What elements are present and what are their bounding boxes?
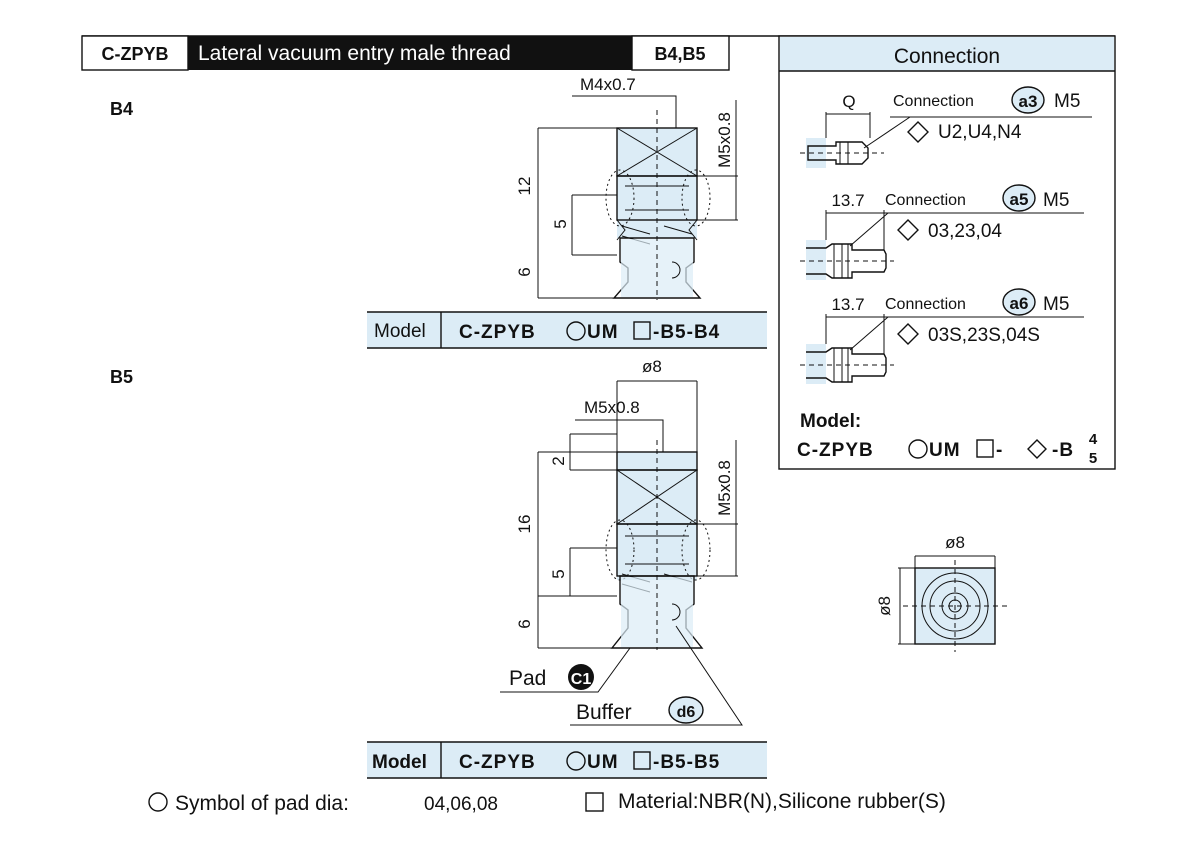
connection-thread: M5 [1054, 91, 1080, 112]
footer-material-text: Material:NBR(N),Silicone rubber(S) [618, 790, 946, 813]
b5-dia-top-label: ø8 [642, 357, 662, 376]
pad-dia-symbol-icon [908, 439, 928, 459]
b4-model-mid: UM [587, 322, 619, 343]
b4-thread-side-label: M5x0.8 [715, 112, 734, 168]
connection-title: Connection [894, 45, 1000, 68]
title-box [188, 36, 632, 70]
b4-dimensions: 12 5 6 M5x0.8 [515, 100, 738, 299]
connection-model-mid: UM [929, 440, 961, 461]
connection-code: a5 [1010, 190, 1029, 209]
material-symbol-icon [976, 439, 994, 458]
connection-item-a5: 13.7 Connection a5 M5 03,23,04 [800, 184, 1084, 280]
b4-fitting-body [605, 110, 711, 300]
b5-dim-total: 16 [515, 515, 534, 534]
b5-callouts: Pad C1 Buffer d6 [500, 625, 743, 726]
top-view-side-label: ø8 [875, 596, 894, 616]
b4-dim-mid: 5 [551, 219, 570, 228]
b4-dim-total: 12 [515, 177, 534, 196]
b4-model-row: Model C-ZPYB UM -B5-B4 [367, 311, 767, 349]
b5-dim-top: 2 [549, 456, 568, 465]
connection-model-fraction-top: 4 [1089, 431, 1098, 448]
buffer-code-badge [668, 696, 704, 724]
connection-option-diamond-icon [897, 219, 919, 241]
buffer-code: d6 [677, 704, 696, 721]
connection-options: 03,23,04 [928, 221, 1002, 242]
variants-label: B4,B5 [654, 44, 705, 64]
b5-section: B5 ø8 M5x0.8 [110, 357, 767, 779]
connection-code-badge [1002, 184, 1036, 212]
buffer-label: Buffer [576, 701, 632, 724]
b4-model-prefix: C-ZPYB [459, 322, 536, 343]
b5-model-label: Model [372, 752, 427, 773]
pad-dia-symbol-icon [566, 321, 586, 341]
footer-notes: Symbol of pad dia: 04,06,08 Material:NBR… [148, 790, 946, 815]
connection-model-suffix: -B [1052, 440, 1074, 461]
b4-section-label: B4 [110, 99, 133, 119]
connection-label: Connection [893, 93, 974, 110]
connection-thread: M5 [1043, 190, 1069, 211]
b4-dim-low: 6 [515, 267, 534, 276]
top-view: ø8 ø8 [875, 533, 1007, 652]
variants-box [631, 35, 730, 71]
connection-code-badge [1002, 288, 1036, 316]
b5-dim-mid: 5 [549, 569, 568, 578]
b5-model-suffix: -B5-B5 [653, 752, 720, 773]
connection-model-label: Model: [800, 411, 861, 432]
b5-section-label: B5 [110, 367, 133, 387]
connection-item-a3: Q Connection a3 M5 U2,U4,N4 [800, 86, 1092, 168]
connection-model-dash: - [996, 440, 1002, 461]
connection-code: a6 [1010, 294, 1029, 313]
b5-model-mid: UM [587, 752, 619, 773]
b4-thread-top-label: M4x0.7 [580, 75, 636, 94]
connection-dim: 13.7 [831, 295, 864, 314]
connection-label: Connection [885, 192, 966, 209]
pad-label: Pad [509, 667, 546, 690]
pad-code: C1 [571, 671, 592, 688]
pad-dia-symbol-icon [148, 792, 168, 812]
page-title: Lateral vacuum entry male thread [198, 42, 511, 65]
header-bar: C-ZPYB Lateral vacuum entry male thread … [81, 35, 1115, 71]
connection-model-fraction-bottom: 5 [1089, 450, 1097, 467]
connection-model-prefix: C-ZPYB [797, 440, 874, 461]
series-label: C-ZPYB [102, 44, 169, 64]
connection-label: Connection [885, 296, 966, 313]
b4-model-label: Model [374, 321, 426, 342]
connection-panel: Connection Q Connection a3 M5 U2,U4,N4 1… [778, 35, 1116, 470]
footer-pad-dia-text: Symbol of pad dia: [175, 792, 349, 815]
connection-option-diamond-icon [897, 323, 919, 345]
pad-code-badge [568, 664, 594, 690]
pad-dia-symbol-icon [566, 751, 586, 771]
b4-model-suffix: -B5-B4 [653, 322, 720, 343]
connection-options: U2,U4,N4 [938, 122, 1022, 143]
b5-fitting-body [605, 440, 711, 650]
connection-options: 03S,23S,04S [928, 325, 1040, 346]
b5-model-prefix: C-ZPYB [459, 752, 536, 773]
material-symbol-icon [633, 321, 651, 340]
connection-model: Model: C-ZPYB UM - -B 4 5 [797, 411, 1098, 467]
b4-section: B4 M4x0.7 [110, 75, 767, 349]
connection-option-diamond-icon [1027, 439, 1047, 459]
b5-thread-side-label: M5x0.8 [715, 460, 734, 516]
connection-thread: M5 [1043, 294, 1069, 315]
b5-dimensions: 2 16 5 6 M5x0.8 [515, 433, 738, 649]
connection-code: a3 [1019, 92, 1038, 111]
connection-option-diamond-icon [907, 121, 929, 143]
b5-model-row: Model C-ZPYB UM -B5-B5 [367, 741, 767, 779]
footer-pad-dia-values: 04,06,08 [424, 794, 498, 815]
connection-item-a6: 13.7 Connection a6 M5 03S,23S,04S [800, 288, 1084, 384]
connection-dim: 13.7 [831, 191, 864, 210]
connection-dim: Q [842, 92, 855, 111]
top-view-dia-label: ø8 [945, 533, 965, 552]
b5-dim-low: 6 [515, 619, 534, 628]
material-symbol-icon [633, 751, 651, 770]
b5-thread-top-label: M5x0.8 [584, 398, 640, 417]
connection-code-badge [1011, 86, 1045, 114]
material-symbol-icon [585, 792, 604, 812]
